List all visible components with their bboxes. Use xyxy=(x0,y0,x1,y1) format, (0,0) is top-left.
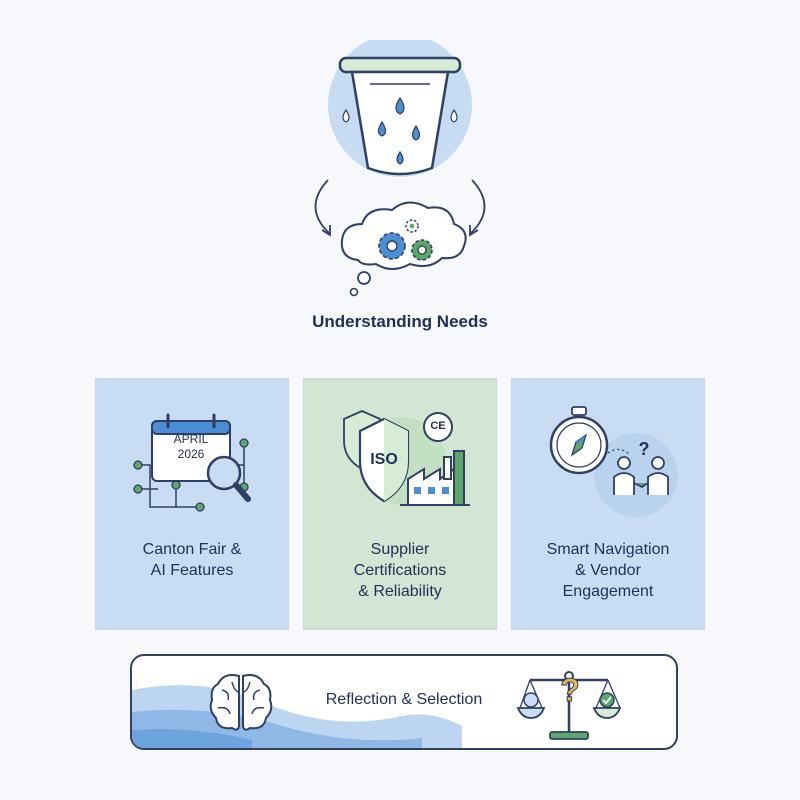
calendar-year: 2026 xyxy=(177,447,205,461)
calendar-text: APRIL 2026 xyxy=(152,432,230,462)
thought-cloud-gears-icon xyxy=(340,201,467,297)
shield-factory-icon xyxy=(343,410,470,506)
calendar-search-network-icon xyxy=(133,413,251,512)
curved-arrow-icon xyxy=(314,179,331,235)
ce-badge-text: CE xyxy=(430,420,446,432)
card-label: Smart Navigation & Vendor Engagement xyxy=(546,541,670,600)
understanding-needs-title: Understanding Needs xyxy=(312,312,488,331)
compass-icon xyxy=(549,406,609,475)
understanding-needs-illustration xyxy=(314,40,486,297)
reflection-selection-label: Reflection & Selection xyxy=(325,691,483,708)
question-mark-large: ? xyxy=(560,672,581,709)
card-supplier-certifications: ISO CE Supplier Certifications & Reliabi… xyxy=(303,378,497,630)
brain-icon xyxy=(209,674,273,731)
card-label: Supplier Certifications & Reliability xyxy=(353,541,447,600)
balance-scale-icon xyxy=(516,671,622,740)
compass-handshake-icon xyxy=(549,406,678,517)
water-filter-icon xyxy=(338,56,462,176)
curved-arrow-icon xyxy=(469,179,486,235)
card-canton-fair: APRIL 2026 Canton Fair & AI Features xyxy=(95,378,289,630)
calendar-month: APRIL xyxy=(173,432,209,446)
question-mark: ? xyxy=(638,439,650,459)
reflection-selection-banner: Reflection & Selection ? xyxy=(130,654,678,750)
card-smart-navigation: ? Smart Navigation & Vendor Engagement xyxy=(511,378,705,630)
card-label: Canton Fair & AI Features xyxy=(142,541,242,579)
iso-shield-text: ISO xyxy=(370,451,398,468)
